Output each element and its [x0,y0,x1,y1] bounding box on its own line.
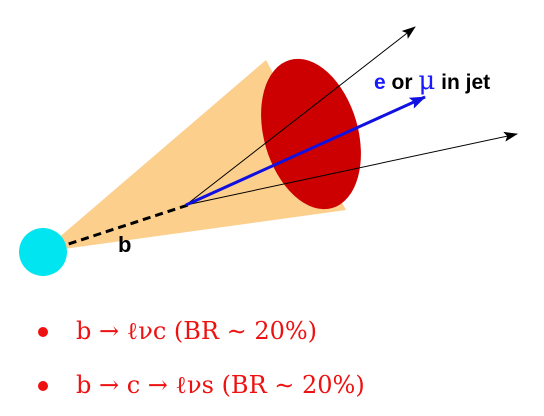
muon-symbol: μ [418,66,436,96]
decay-text: b → c → ℓνs (BR ∼ 20%) [76,371,365,399]
decay-item-direct: b → ℓνc (BR ∼ 20%) [36,308,365,362]
primary-vertex [19,228,67,276]
decay-item-cascade: b → c → ℓνs (BR ∼ 20%) [36,362,365,416]
lepton-in-jet-label: e or μ in jet [374,66,490,96]
lepton-arrow [185,95,426,207]
or-word: or [391,71,413,94]
decay-list: b → ℓνc (BR ∼ 20%) b → c → ℓνs (BR ∼ 20%… [36,308,365,416]
track-lower [185,131,518,206]
b-jet-diagram [19,26,518,276]
bullet-dot-icon [38,327,48,337]
jet-cone-face [261,58,361,210]
electron-symbol: e [374,71,386,94]
bullet-dot-icon [38,381,48,391]
in-jet-text: in jet [441,71,491,94]
decay-text: b → ℓνc (BR ∼ 20%) [76,317,318,345]
track-upper [185,26,416,206]
b-quark-label: b [118,232,132,257]
